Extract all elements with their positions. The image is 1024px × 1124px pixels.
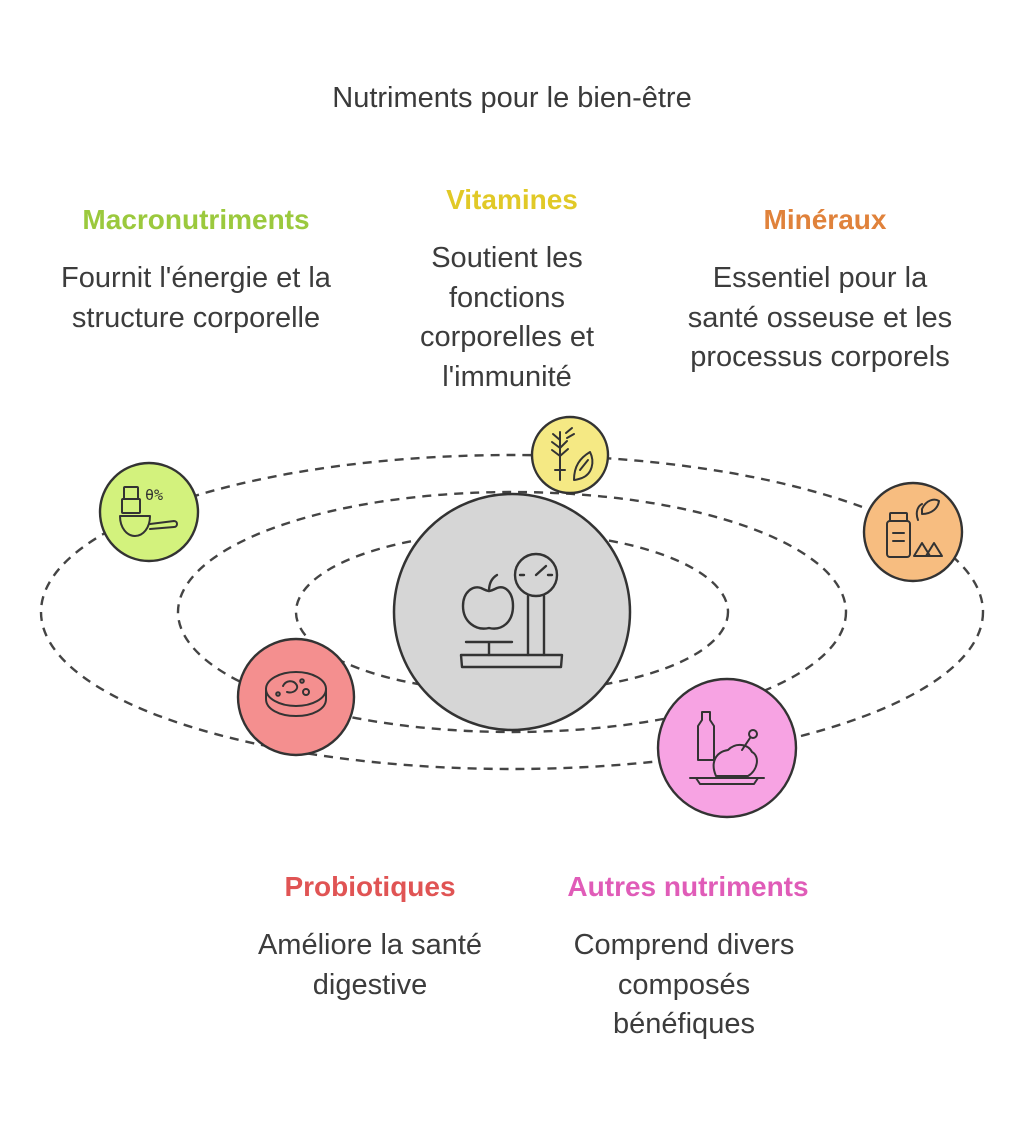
roast-chicken-icon [689, 711, 765, 785]
mineraux-title: Minéraux [763, 204, 887, 235]
probiotiques-description: Améliore la santé digestive [257, 929, 483, 1001]
node-mineraux [862, 481, 964, 583]
herbs-icon [551, 427, 594, 481]
petri-dish-icon [265, 671, 327, 717]
supplements-icon [886, 498, 943, 558]
autres-title: Autres nutriments [567, 871, 809, 902]
probiotiques-title: Probiotiques [284, 871, 456, 902]
node-vitamines [530, 415, 610, 495]
mineraux-description: Essentiel pour la santé osseuse et les p… [687, 262, 953, 373]
vitamines-description: Soutient les fonctions corporelles et l'… [419, 242, 595, 393]
autres-description: Comprend divers composés bénéfiques [573, 929, 795, 1040]
macronutriments-title: Macronutriments [82, 204, 310, 235]
center-node [392, 492, 632, 732]
node-autres [656, 677, 798, 819]
vitamines-title: Vitamines [446, 184, 578, 215]
node-probiotiques [236, 637, 356, 757]
macronutriments-description: Fournit l'énergie et la structure corpor… [61, 262, 331, 334]
outer-orbit [39, 453, 985, 771]
measuring-scoop-icon: θ% [119, 486, 178, 537]
diagram-title: Nutriments pour le bien-être [332, 82, 692, 114]
apple-scale-icon [459, 552, 564, 669]
middle-orbit [176, 490, 848, 734]
svg-text:θ%: θ% [145, 486, 163, 504]
node-macronutriments: θ% [98, 461, 200, 563]
